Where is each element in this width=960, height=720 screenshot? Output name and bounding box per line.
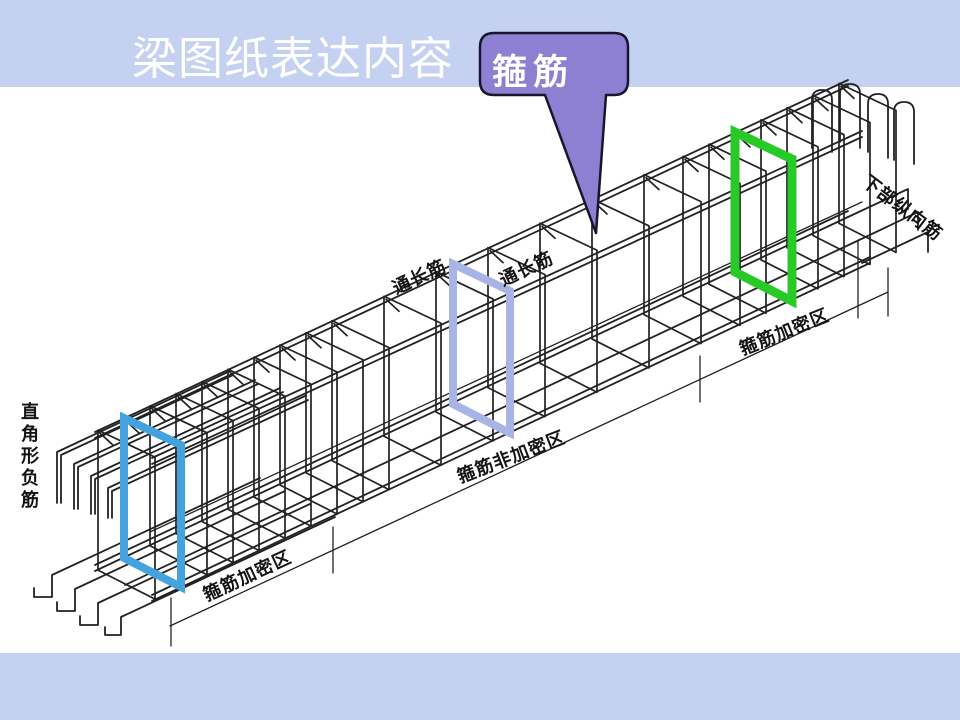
stirrup-hook-tick (645, 176, 660, 191)
callout-bubble (478, 31, 630, 235)
stirrup-hook-tick (684, 158, 699, 173)
stirrup-hook-tick (489, 249, 504, 264)
callout-label: 箍筋 (492, 52, 575, 93)
stirrup-hook-tick (229, 371, 244, 386)
stirrup (435, 271, 494, 442)
stirrup (331, 319, 390, 491)
slide-content-surface (0, 87, 960, 653)
stirrup-highlight-right (730, 124, 797, 309)
dimension-lines (169, 267, 889, 647)
stirrup (708, 143, 767, 315)
stirrup-hook-tick (281, 347, 296, 361)
stirrup-highlights-group (120, 124, 797, 594)
stirrup-hook-tick (814, 97, 829, 112)
stirrup (175, 392, 234, 564)
label-right-angle-negative-bar: 直角形负筋 (19, 402, 39, 512)
stirrup (539, 222, 598, 394)
stirrup-hook-tick (307, 334, 322, 349)
stirrup (838, 82, 897, 254)
stirrup-highlight-middle (449, 257, 514, 440)
stirrup-hook-tick (840, 85, 855, 100)
stirrup-hook-tick (177, 395, 192, 410)
stirrup (305, 331, 364, 503)
stirrup (643, 173, 702, 345)
stirrup-hook-tick (333, 322, 348, 337)
stirrup-hook-tick (762, 122, 777, 136)
stirrup-highlight-left (120, 411, 185, 594)
stirrup-hook-tick (710, 146, 725, 161)
stirrup (591, 198, 650, 369)
slide-title: 梁图纸表达内容 (132, 32, 455, 85)
stirrup (97, 429, 156, 600)
stirrup-hook-tick (255, 359, 270, 373)
stirrup (227, 368, 286, 540)
bottom-bars-right-extension (847, 188, 929, 319)
stirrup-hook-tick (385, 298, 400, 313)
stirrup-hook-tick (99, 432, 114, 446)
stirrup (149, 404, 208, 576)
stirrup (383, 295, 442, 467)
stirrup (786, 106, 845, 278)
stirrup-hook-tick (788, 109, 803, 124)
stirrup (812, 94, 871, 266)
right-angle-negative-bars (56, 370, 309, 519)
stirrup (279, 344, 338, 515)
stirrup-hook-tick (151, 407, 166, 422)
stirrup (682, 155, 741, 327)
stirrup-hook-tick (203, 383, 218, 398)
stirrup (760, 119, 819, 290)
stirrup (487, 246, 546, 418)
stirrup (201, 380, 260, 552)
stirrup-hook-tick (437, 274, 452, 288)
stirrup (253, 356, 312, 527)
stirrup-hook-tick (541, 225, 556, 240)
